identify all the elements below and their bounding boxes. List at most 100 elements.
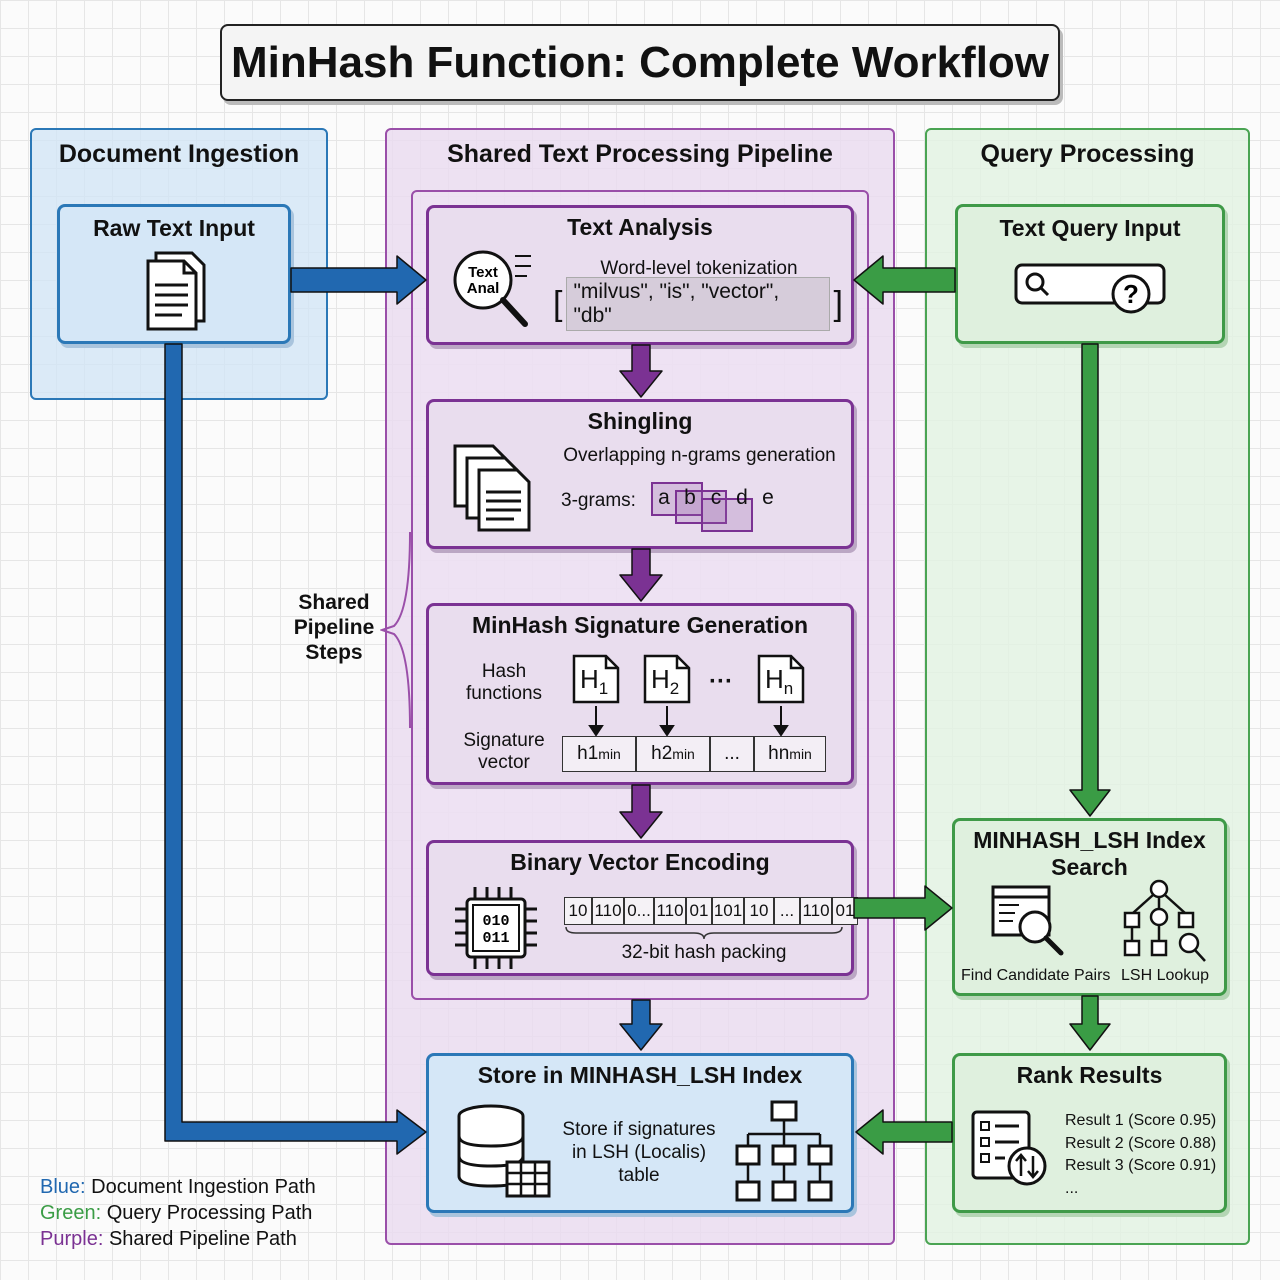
result-item: ...: [1065, 1179, 1079, 1197]
bit-cell: 110: [800, 897, 832, 925]
shared-label-line: Steps: [305, 641, 363, 664]
sig-label-line: vector: [478, 752, 530, 773]
shared-label-line: Shared: [298, 591, 370, 614]
lane-title-query: Query Processing: [980, 140, 1195, 168]
raw-text-input-title: Raw Text Input: [93, 215, 255, 241]
hash-doc-icon: [757, 654, 805, 704]
signature-vector-label: Signature vector: [449, 730, 559, 774]
store-title: Store in MINHASH_LSH Index: [477, 1062, 803, 1088]
text-analysis-card: Text Analysis Text Anal Word-level token…: [426, 205, 854, 345]
ngram-letter: c: [710, 486, 722, 509]
ngram-window: [701, 498, 753, 532]
bit-cell: 110: [592, 897, 624, 925]
ngram-letter: d: [736, 486, 748, 509]
legend-purple-key: Purple:: [40, 1228, 104, 1250]
bit-cell: 10: [564, 897, 592, 925]
candidate-pairs-label: Find Candidate Pairs: [961, 967, 1111, 984]
lsh-title-line: MINHASH_LSH Index: [973, 827, 1206, 853]
hash-letter: H: [580, 664, 599, 694]
store-index-card: Store in MINHASH_LSH Index Store if sign…: [426, 1053, 854, 1213]
hash-functions-label: Hash functions: [449, 661, 559, 705]
token-bracket-left: [: [553, 284, 563, 323]
shingling-desc: Overlapping n-grams generation: [563, 445, 836, 466]
bit-cell: 01: [832, 897, 858, 925]
text-query-input-title: Text Query Input: [999, 215, 1181, 241]
chip-icon: 010 011: [455, 887, 537, 969]
store-desc-line: Store if signatures: [562, 1119, 716, 1140]
text-analysis-title: Text Analysis: [567, 214, 713, 240]
hash-doc-icon: [572, 654, 620, 704]
search-query-icon: ?: [1014, 263, 1166, 314]
token-list: [ "milvus", "is", "vector", "db" ]: [553, 277, 843, 331]
legend-green-text: Query Processing Path: [106, 1202, 313, 1224]
hash-dots: ···: [709, 668, 733, 695]
ngram-letter: a: [658, 486, 670, 509]
minhash-signature-card: MinHash Signature Generation Hash functi…: [426, 603, 854, 785]
shared-pipeline-label: Shared Pipeline Steps: [284, 590, 384, 665]
lsh-lookup-label: LSH Lookup: [1121, 967, 1210, 984]
analyzer-icon-text-2: Anal: [467, 280, 500, 297]
bit-caption: 32-bit hash packing: [621, 942, 787, 963]
token-values: "milvus", "is", "vector", "db": [566, 277, 830, 331]
sig-label-line: Signature: [463, 730, 545, 751]
raw-text-input-card: Raw Text Input: [57, 204, 291, 344]
hierarchy-icon: [735, 1100, 833, 1202]
bit-vector: 10 110 0... 110 01 101 10 ... 110 01: [564, 897, 858, 925]
binary-title: Binary Vector Encoding: [510, 849, 770, 875]
legend-green-key: Green:: [40, 1202, 102, 1224]
bit-cell: 110: [654, 897, 686, 925]
shingling-label: 3-grams:: [561, 490, 636, 511]
shared-pipeline-brace: [380, 531, 411, 729]
cell-main: h2: [651, 743, 673, 764]
document-icon: [146, 251, 206, 331]
cell-main: hn: [768, 743, 790, 764]
rank-results-card: Rank Results Result 1 (Score 0.95) Resul…: [952, 1053, 1227, 1213]
signature-cell: ...: [710, 736, 754, 772]
store-desc-line: table: [618, 1165, 660, 1186]
hash-label-line: functions: [465, 683, 543, 704]
bit-cell: 0...: [624, 897, 654, 925]
bit-cell: ...: [774, 897, 800, 925]
lsh-search-title: MINHASH_LSH Index Search: [955, 827, 1224, 881]
chip-text-1: 010: [482, 913, 509, 930]
legend-blue: Blue: Document Ingestion Path: [40, 1174, 316, 1200]
svg-text:?: ?: [1123, 279, 1139, 309]
hash-function-n: Hn: [757, 654, 805, 704]
bit-cell: 10: [744, 897, 774, 925]
result-list: Result 1 (Score 0.95) Result 2 (Score 0.…: [1065, 1110, 1216, 1200]
hash-down-arrows: [588, 706, 789, 737]
database-icon: [457, 1104, 551, 1198]
ngram-letter: e: [762, 486, 774, 509]
analyzer-icon-text-1: Text: [468, 264, 498, 281]
hash-letter: H: [765, 664, 784, 694]
text-query-input-card: Text Query Input ?: [955, 204, 1225, 344]
store-desc-line: in LSH (Localis): [571, 1142, 707, 1163]
token-bracket-right: ]: [833, 284, 843, 323]
result-item: Result 1 (Score 0.95): [1065, 1112, 1217, 1129]
shingling-card: Shingling Overlapping n-grams generation…: [426, 399, 854, 549]
text-analyzer-icon: Text Anal: [453, 250, 531, 327]
ngram-letters: a b c d e: [651, 486, 781, 510]
lsh-title-line: Search: [1051, 854, 1128, 880]
hash-function-2: H2: [643, 654, 691, 704]
legend: Blue: Document Ingestion Path Green: Que…: [40, 1174, 316, 1252]
ranked-list-icon: [971, 1110, 1047, 1186]
hash-sub: 1: [598, 679, 609, 699]
hash-function-1: H1: [572, 654, 620, 704]
store-desc: Store if signatures in LSH (Localis) tab…: [554, 1118, 724, 1187]
hash-doc-icon: [643, 654, 691, 704]
candidate-search-icon: [991, 885, 1064, 956]
cell-main: ...: [724, 743, 740, 764]
hash-sub: n: [783, 679, 794, 699]
cell-sub: min: [672, 746, 695, 762]
rank-title: Rank Results: [1016, 1062, 1163, 1088]
text-analysis-desc: Word-level tokenization: [600, 258, 798, 279]
document-stack-icon: [453, 444, 531, 532]
legend-purple-text: Shared Pipeline Path: [108, 1228, 297, 1250]
lsh-search-card: MINHASH_LSH Index Search Find Candidate …: [952, 818, 1227, 996]
ngram-letter: b: [684, 486, 696, 509]
